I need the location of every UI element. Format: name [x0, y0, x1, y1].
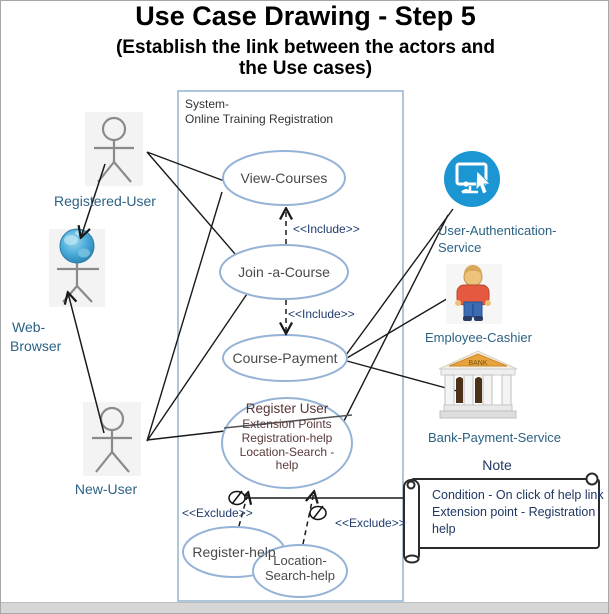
use-case-register-user-title: Register User: [245, 401, 329, 416]
bottom-window-edge: [1, 602, 608, 613]
include-stereotype-2: <<Include>>: [288, 307, 355, 321]
new-user-label: New-User: [74, 481, 138, 497]
employee-cashier-label: Employee-Cashier: [425, 330, 532, 345]
register-user-compartment-divider: [223, 414, 353, 429]
extension-point-connector: [228, 490, 327, 521]
page-title: Use Case Drawing - Step 5: [135, 1, 476, 31]
include-stereotype-1: <<Include>>: [293, 222, 360, 236]
user-authentication-service-label-line1: User-Authentication-: [438, 223, 557, 238]
note-text-line3: help: [432, 522, 456, 536]
register-user-extension-point-1: Registration-help: [241, 431, 333, 445]
new-user-actor-icon: [83, 402, 141, 476]
system-label-line1: System-: [185, 97, 230, 111]
exclude-stereotype-1: <<Exclude>>: [182, 506, 253, 520]
join-a-course-ellipse: [219, 244, 349, 300]
register-user-extension-point-2b: help: [275, 458, 299, 472]
system-label-line2: Online Training Registration: [185, 112, 334, 126]
register-user-extension-point-2: Location-Search -: [239, 445, 335, 459]
bank-payment-service-label: Bank-Payment-Service: [428, 430, 561, 445]
use-case-ellipses: [182, 150, 353, 598]
note-scroll: [403, 472, 600, 564]
web-browser-arrows: [68, 163, 106, 434]
note-text-line2: Extension point - Registration: [432, 505, 596, 519]
registered-user-actor-icon: [85, 112, 143, 186]
bank-payment-service-icon: BANK: [438, 350, 518, 419]
employee-cashier-icon: [446, 264, 502, 324]
use-case-view-courses-label: View-Courses: [240, 170, 328, 186]
page-subtitle-line1: (Establish the link between the actors a…: [115, 37, 496, 58]
registered-user-label: Registered-User: [54, 193, 156, 209]
register-user-extension-points-header: Extension Points: [242, 417, 332, 431]
register-user-ellipse: [221, 397, 353, 489]
view-courses-ellipse: [222, 150, 346, 206]
note-title: Note: [482, 457, 512, 473]
use-case-course-payment-label: Course-Payment: [232, 350, 338, 366]
page-subtitle-line2: the Use cases): [238, 58, 373, 79]
svg-text:BANK: BANK: [468, 360, 487, 367]
use-case-register-help-label: Register-help: [192, 544, 276, 560]
web-browser-label-line1: Web-: [12, 319, 46, 335]
use-case-location-search-label-line1: Location-: [273, 553, 327, 568]
location-search-help-ellipse: [252, 544, 348, 598]
web-browser-label-line2: Browser: [10, 338, 62, 354]
web-browser-actor-icon: [49, 228, 105, 307]
exclude-stereotype-2: <<Exclude>>: [335, 516, 406, 530]
note-text-line1: Condition - On click of help link: [432, 488, 604, 502]
use-case-location-search-label-line2: Search-help: [264, 568, 336, 583]
association-lines: [146, 151, 458, 442]
user-authentication-service-icon: [444, 151, 500, 207]
user-authentication-service-label-line2: Service: [438, 240, 482, 255]
system-boundary-box: [177, 90, 404, 602]
use-case-join-a-course-label: Join -a-Course: [238, 264, 330, 280]
